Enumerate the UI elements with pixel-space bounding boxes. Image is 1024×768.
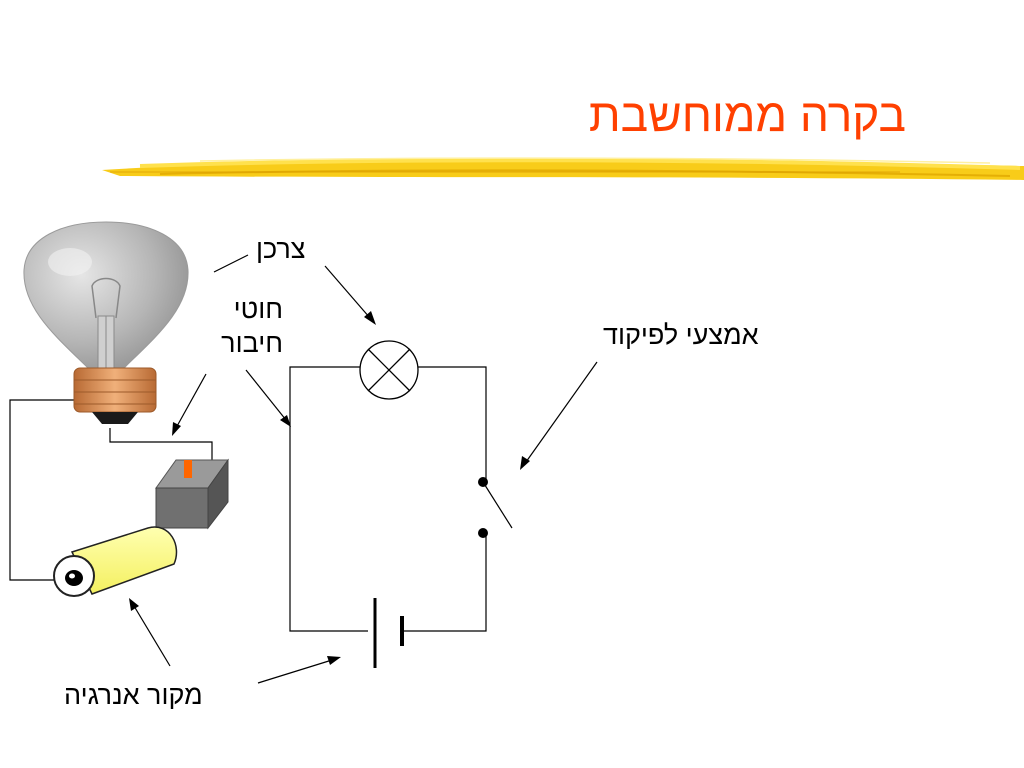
pictorial-wires	[9, 399, 213, 581]
light-bulb-icon	[23, 221, 189, 424]
arrow-source-symbol	[257, 656, 341, 684]
label-connecting-wires: חוטי חיבור	[205, 292, 283, 360]
slide-title: בקרה ממוחשבת	[588, 89, 906, 141]
lamp-symbol	[359, 340, 419, 400]
label-wires-line2: חיבור	[221, 328, 283, 358]
arrow-wires-schematic	[245, 369, 291, 427]
label-control-means: אמצעי לפיקוד	[603, 320, 759, 350]
arrow-control-switch	[520, 361, 598, 470]
arrow-wires-pictorial	[172, 373, 207, 436]
arrow-source-battery	[129, 598, 171, 667]
battery-icon	[53, 526, 178, 597]
schematic-wires	[289, 366, 487, 632]
label-consumer: צרכן	[256, 234, 306, 264]
pointer-consumer-bulb	[213, 254, 249, 273]
switch-symbol	[478, 477, 513, 538]
battery-symbol	[373, 598, 404, 668]
switch-box-icon	[155, 458, 229, 530]
title-underline	[102, 157, 1024, 180]
label-wires-line1: חוטי	[233, 294, 283, 324]
label-energy-source: מקור אנרגיה	[64, 680, 203, 710]
arrow-consumer-lamp	[324, 265, 376, 325]
